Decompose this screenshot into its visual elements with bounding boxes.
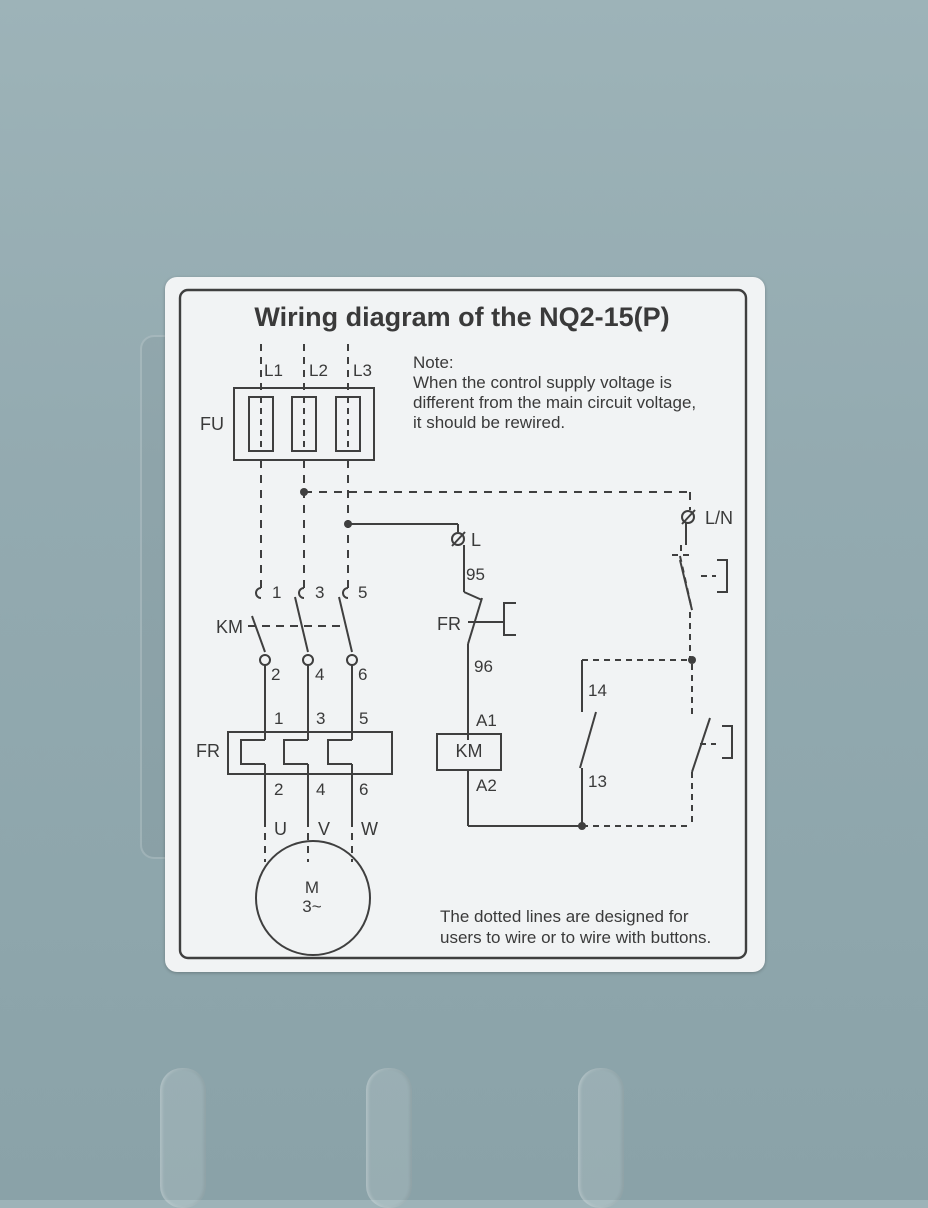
km-terminal-1: 1 [272,583,281,602]
coil-label: KM [456,741,483,761]
output-label-v: V [318,819,330,839]
aux-terminal-14: 14 [588,681,607,700]
power-circuit [227,344,691,956]
coil-terminal-a1: A1 [476,711,497,730]
phase-label-l2: L2 [309,361,328,380]
contactor-label: KM [216,617,243,637]
fr-terminal-4: 4 [316,780,325,799]
supply-ln-label: L/N [705,508,733,528]
output-label-w: W [361,819,378,839]
motor-symbol [255,840,371,956]
km-terminal-4: 4 [315,665,324,684]
output-label-u: U [274,819,287,839]
note-heading: Note: [413,353,454,372]
enclosure-rib-middle [366,1068,412,1208]
km-terminal-5: 5 [358,583,367,602]
control-circuit [436,509,733,827]
note-line-2: different from the main circuit voltage, [413,393,696,412]
note-line-1: When the control supply voltage is [413,373,672,392]
fr-terminal-1: 1 [274,709,283,728]
footer-line-1: The dotted lines are designed for [440,907,689,926]
aux-terminal-13: 13 [588,772,607,791]
overload-relay-block [227,731,393,775]
motor-label: M [305,878,319,897]
note-line-3: it should be rewired. [413,413,565,432]
junction-dots [300,488,696,830]
phase-label-l3: L3 [353,361,372,380]
fr-terminal-2: 2 [274,780,283,799]
supply-l-terminal [451,532,465,546]
label-border [178,288,748,960]
fr-terminal-96: 96 [474,657,493,676]
km-terminal-6: 6 [358,665,367,684]
enclosure-rib-left [160,1068,206,1208]
fuse-label: FU [200,414,224,434]
phase-label-l1: L1 [264,361,283,380]
fr-terminal-6: 6 [359,780,368,799]
supply-l-label: L [471,530,481,550]
fr-terminal-95: 95 [466,565,485,584]
motor-phase-label: 3~ [302,897,321,916]
overload-label: FR [196,741,220,761]
wiring-label-sticker [165,277,765,972]
diagram-title: Wiring diagram of the NQ2-15(P) [254,302,669,332]
coil-terminal-a2: A2 [476,776,497,795]
km-terminal-2: 2 [271,665,280,684]
footer-line-2: users to wire or to wire with buttons. [440,928,711,947]
fr-terminal-3: 3 [316,709,325,728]
fr-terminal-5: 5 [359,709,368,728]
km-terminal-3: 3 [315,583,324,602]
fr-contact-label: FR [437,614,461,634]
enclosure-rib-right [578,1068,624,1208]
